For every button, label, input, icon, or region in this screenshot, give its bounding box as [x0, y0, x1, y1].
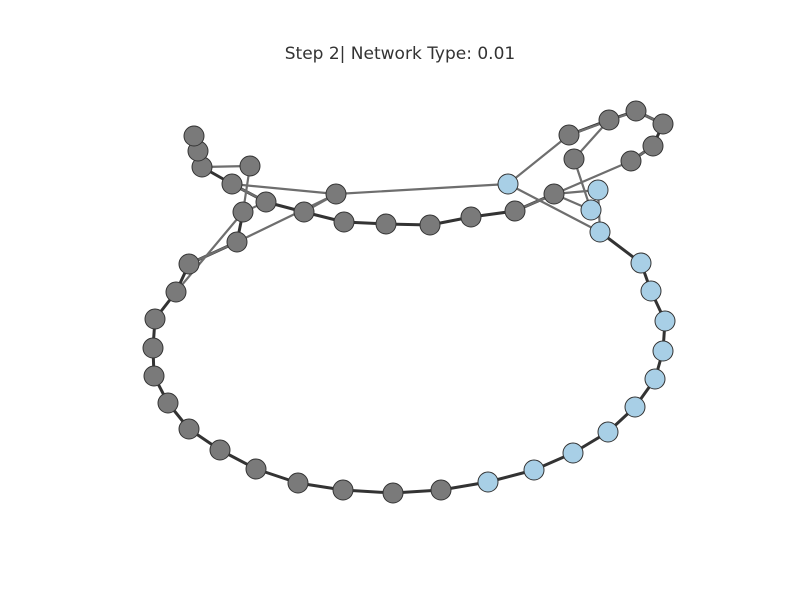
shortcut-edge: [174, 210, 245, 294]
network-node: [178, 253, 200, 275]
highlighted-node: [477, 471, 499, 493]
shortcut-edge: [506, 182, 602, 234]
network-node: [178, 418, 200, 440]
highlighted-node: [497, 173, 519, 195]
network-node: [157, 392, 179, 414]
network-node: [293, 201, 315, 223]
network-node: [245, 458, 267, 480]
network-node: [625, 100, 647, 122]
network-node: [255, 191, 277, 213]
highlighted-node: [652, 340, 674, 362]
highlighted-node: [624, 396, 646, 418]
network-node: [226, 231, 248, 253]
network-node: [620, 150, 642, 172]
shortcut-edge: [235, 192, 338, 244]
network-node: [430, 479, 452, 501]
network-node: [144, 308, 166, 330]
network-node: [558, 124, 580, 146]
highlighted-node: [587, 179, 609, 201]
network-node: [543, 183, 565, 205]
highlighted-node: [630, 252, 652, 274]
network-node: [239, 155, 261, 177]
network-node: [221, 173, 243, 195]
highlighted-node: [523, 459, 545, 481]
edge-layer: [151, 109, 667, 495]
network-node: [382, 482, 404, 504]
highlighted-node: [654, 310, 676, 332]
network-node: [232, 201, 254, 223]
network-node: [142, 337, 164, 359]
node-layer: [142, 100, 676, 504]
highlighted-node: [562, 442, 584, 464]
network-node: [165, 281, 187, 303]
network-node: [642, 135, 664, 157]
shortcut-edge: [506, 133, 571, 186]
highlighted-node: [640, 280, 662, 302]
network-node: [332, 479, 354, 501]
network-node: [375, 213, 397, 235]
network-node: [143, 365, 165, 387]
highlighted-node: [597, 421, 619, 443]
network-node: [504, 200, 526, 222]
highlighted-node: [644, 368, 666, 390]
network-node: [209, 439, 231, 461]
shortcut-edge: [230, 182, 338, 196]
highlighted-node: [589, 221, 611, 243]
network-node: [563, 148, 585, 170]
network-node: [598, 109, 620, 131]
network-node: [333, 211, 355, 233]
shortcut-edge: [334, 182, 510, 196]
network-node: [419, 214, 441, 236]
network-node: [652, 113, 674, 135]
highlighted-node: [580, 199, 602, 221]
network-node: [325, 183, 347, 205]
network-node: [183, 125, 205, 147]
network-node: [460, 206, 482, 228]
shortcut-edge: [513, 159, 633, 213]
network-node: [287, 472, 309, 494]
diagram-title: Step 2| Network Type: 0.01: [284, 44, 516, 64]
